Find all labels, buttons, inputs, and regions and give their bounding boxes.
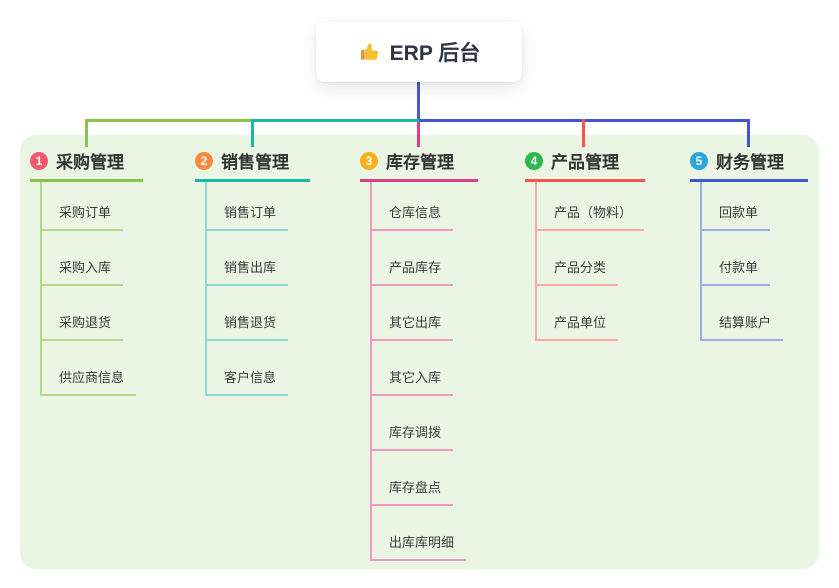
branch-children-trunk: 采购订单采购入库采购退货供应商信息	[40, 182, 143, 396]
child-row: 销售出库	[207, 231, 310, 286]
branch-number-badge: 4	[525, 151, 543, 170]
branch-node-header[interactable]: 3 库存管理	[360, 148, 478, 182]
child-row: 采购退货	[42, 286, 143, 341]
child-node[interactable]: 结算账户	[702, 312, 784, 341]
child-node[interactable]: 采购入库	[42, 257, 124, 286]
edge-bus-sales	[253, 119, 419, 122]
child-node[interactable]: 其它出库	[372, 312, 454, 341]
mindmap-canvas-panel	[20, 135, 819, 569]
branch-number-badge: 5	[690, 151, 708, 170]
branch-product: 4 产品管理产品（物料） 产品分类产品单位	[525, 148, 645, 341]
child-node[interactable]: 回款单	[702, 202, 771, 231]
root-node[interactable]: ERP 后台	[316, 22, 522, 82]
edge-drop-inventory	[417, 122, 420, 147]
branch-inventory: 3 库存管理仓库信息产品库存其它出库其它入库库存调拨库存盘点出库库明细	[360, 148, 478, 561]
child-row: 产品分类	[537, 231, 645, 286]
branch-children-trunk: 销售订单销售出库销售退货客户信息	[205, 182, 310, 396]
child-row: 产品库存	[372, 231, 478, 286]
branch-node-header[interactable]: 2 销售管理	[195, 148, 310, 182]
child-row: 产品单位	[537, 286, 645, 341]
branch-children-trunk: 仓库信息产品库存其它出库其它入库库存调拨库存盘点出库库明细	[370, 182, 478, 561]
child-row: 采购入库	[42, 231, 143, 286]
edge-root-stem	[417, 82, 420, 120]
edge-drop-product	[582, 119, 585, 147]
edge-drop-finance	[747, 119, 750, 147]
edge-drop-purchase	[85, 119, 88, 147]
child-node[interactable]: 产品（物料）	[537, 202, 645, 231]
edge-drop-sales	[251, 119, 254, 147]
branch-node-header[interactable]: 1 采购管理	[30, 148, 143, 182]
branch-node-header[interactable]: 5 财务管理	[690, 148, 808, 182]
child-row: 其它入库	[372, 341, 478, 396]
branch-label: 销售管理	[221, 153, 289, 172]
child-node[interactable]: 客户信息	[207, 367, 289, 396]
child-node[interactable]: 产品分类	[537, 257, 619, 286]
child-node[interactable]: 库存调拨	[372, 422, 454, 451]
child-node[interactable]: 付款单	[702, 257, 771, 286]
branch-label: 库存管理	[386, 153, 454, 172]
branch-label: 财务管理	[716, 153, 784, 172]
child-node[interactable]: 产品库存	[372, 257, 454, 286]
branch-node-header[interactable]: 4 产品管理	[525, 148, 645, 182]
child-node[interactable]: 采购订单	[42, 202, 124, 231]
child-node[interactable]: 仓库信息	[372, 202, 454, 231]
child-row: 仓库信息	[372, 182, 478, 231]
child-row: 结算账户	[702, 286, 808, 341]
child-row: 库存盘点	[372, 451, 478, 506]
child-row: 客户信息	[207, 341, 310, 396]
child-node[interactable]: 销售出库	[207, 257, 289, 286]
thumbs-up-icon	[358, 41, 380, 63]
child-row: 其它出库	[372, 286, 478, 341]
branch-number-badge: 2	[195, 151, 213, 170]
child-node[interactable]: 销售订单	[207, 202, 289, 231]
child-row: 产品（物料）	[537, 182, 645, 231]
branch-children-trunk: 产品（物料） 产品分类产品单位	[535, 182, 645, 341]
branch-purchase: 1 采购管理采购订单采购入库采购退货供应商信息	[30, 148, 143, 396]
child-row: 库存调拨	[372, 396, 478, 451]
branch-sales: 2 销售管理销售订单销售出库销售退货客户信息	[195, 148, 310, 396]
child-node[interactable]: 销售退货	[207, 312, 289, 341]
child-row: 出库库明细	[372, 506, 478, 561]
edge-bus-purchase	[85, 119, 253, 122]
child-node[interactable]: 采购退货	[42, 312, 124, 341]
child-row: 回款单	[702, 182, 808, 231]
child-node[interactable]: 出库库明细	[372, 532, 467, 561]
child-row: 采购订单	[42, 182, 143, 231]
branch-number-badge: 3	[360, 151, 378, 170]
branch-children-trunk: 回款单付款单结算账户	[700, 182, 808, 341]
child-node[interactable]: 供应商信息	[42, 367, 137, 396]
branch-label: 采购管理	[56, 153, 124, 172]
branch-finance: 5 财务管理回款单付款单结算账户	[690, 148, 808, 341]
root-title: ERP 后台	[389, 42, 481, 65]
child-node[interactable]: 库存盘点	[372, 477, 454, 506]
child-node[interactable]: 其它入库	[372, 367, 454, 396]
child-row: 销售订单	[207, 182, 310, 231]
child-row: 销售退货	[207, 286, 310, 341]
branch-label: 产品管理	[551, 153, 619, 172]
branch-number-badge: 1	[30, 151, 48, 170]
child-row: 付款单	[702, 231, 808, 286]
child-node[interactable]: 产品单位	[537, 312, 619, 341]
child-row: 供应商信息	[42, 341, 143, 396]
